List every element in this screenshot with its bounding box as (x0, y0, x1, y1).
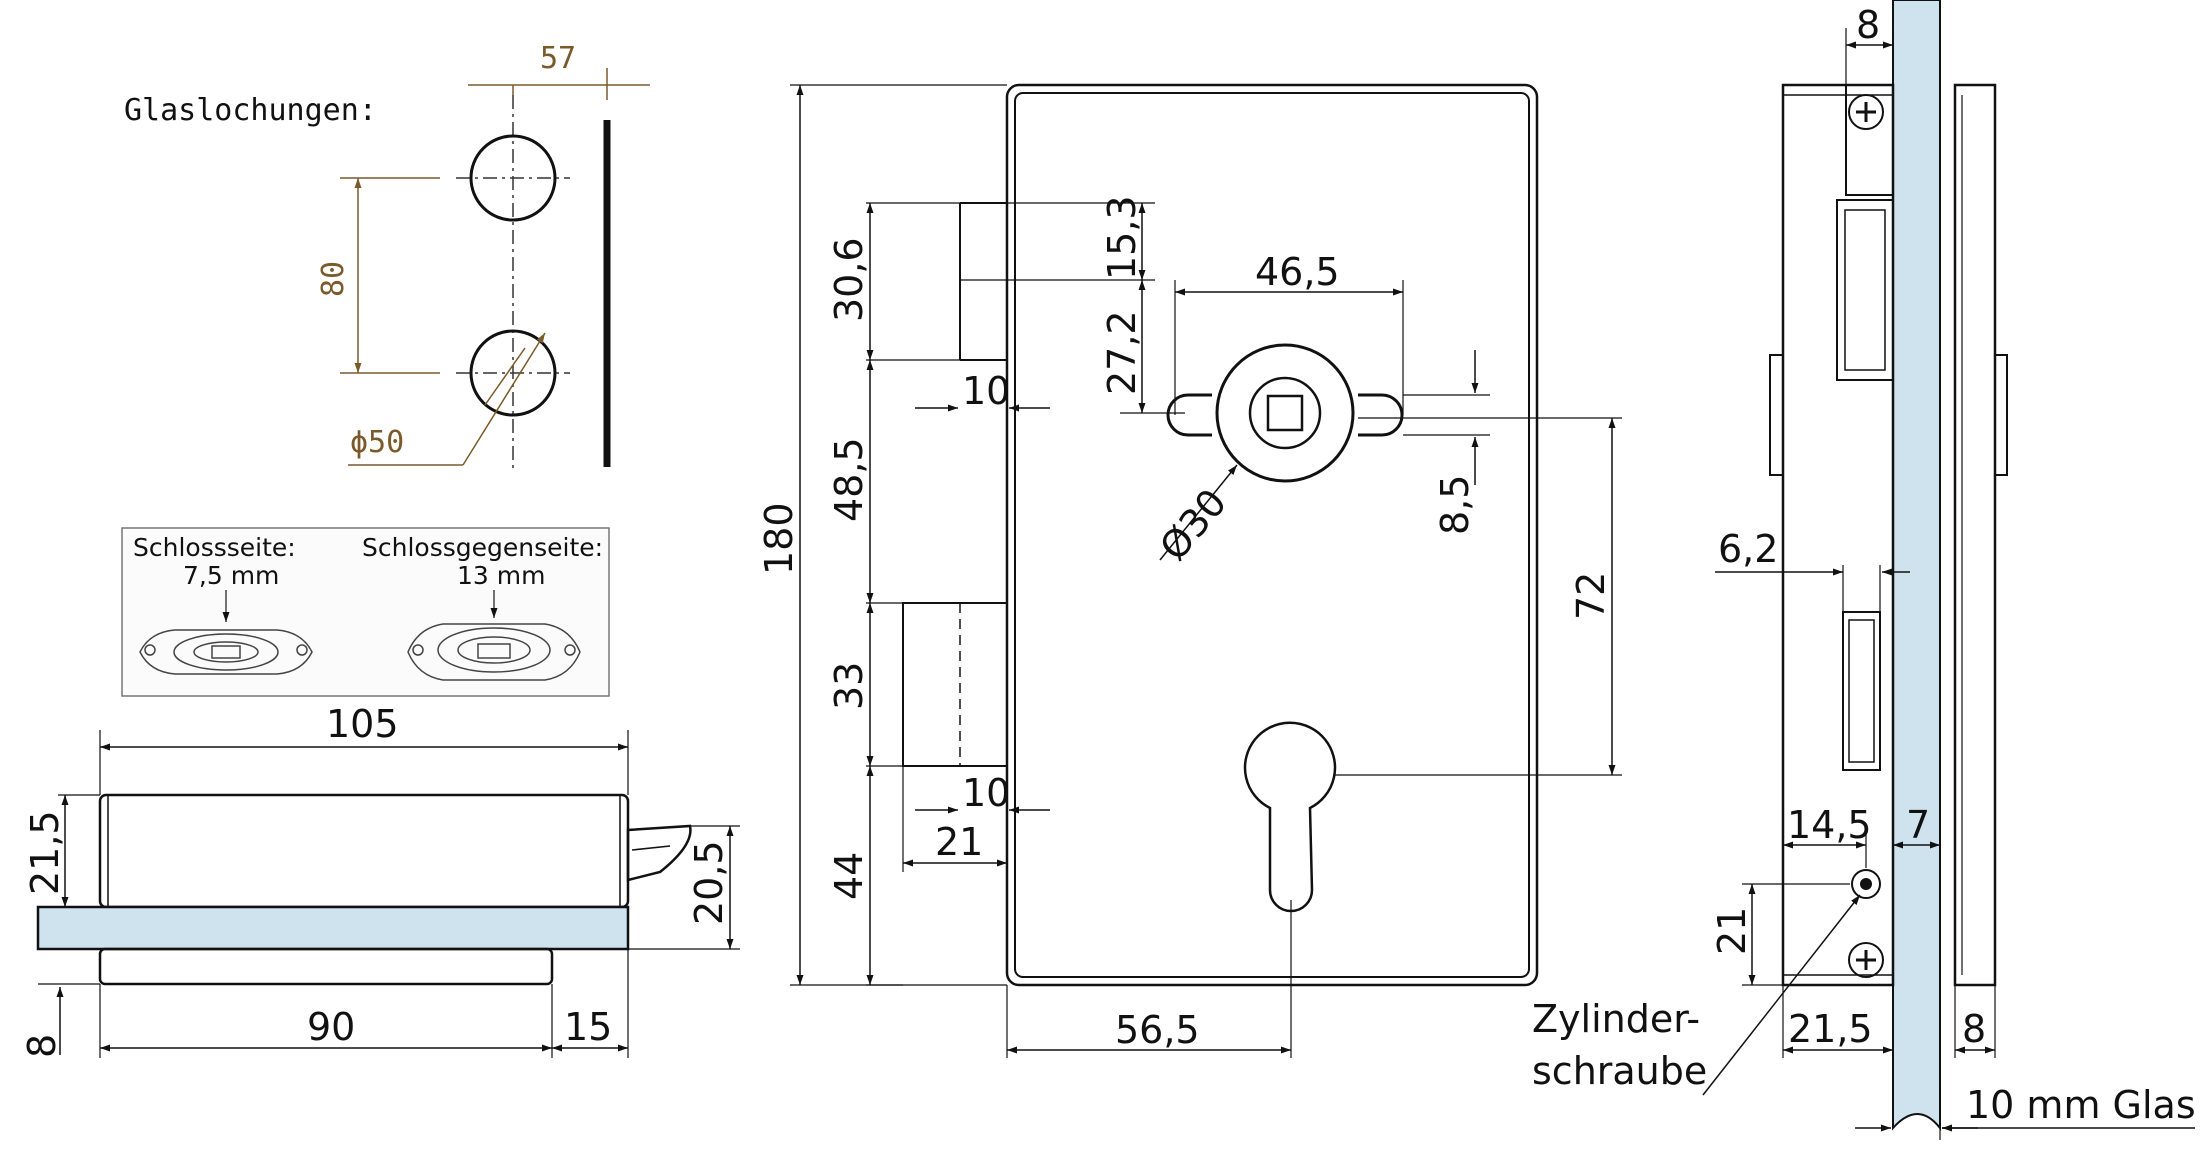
dim-14-5: 14,5 (1787, 803, 1872, 847)
inset-box: Schlossseite: 7,5 mm Schlossgegenseite: … (121, 527, 610, 697)
dim-8-5: 8,5 (1433, 475, 1477, 535)
screw-label-line2: schraube (1532, 1049, 1707, 1093)
dim-15: 15 (564, 1005, 612, 1049)
top-view: 105 21,5 20,5 8 90 15 (20, 702, 740, 1058)
side-view: 8 6,2 14,5 7 21 21,5 8 Zylinder- schraub… (1532, 0, 2196, 1140)
glass-holes-view: Glaslochungen: 57 80 ϕ50 (124, 41, 650, 470)
lock-side-title: Schlossseite: (133, 533, 296, 562)
glass-pane-top (36, 905, 630, 951)
lower-glass-hole (469, 329, 557, 417)
upper-glass-hole (469, 134, 557, 222)
screw-head-top-icon (1848, 94, 1884, 130)
counter-side-fitting-icon (407, 590, 581, 681)
spindle-hub (1166, 343, 1404, 483)
counter-plate-side (1953, 83, 1997, 987)
dim-57: 57 (540, 41, 576, 76)
dim-90: 90 (307, 1005, 355, 1049)
screw-head-bottom-icon (1848, 942, 1884, 978)
dim-8-top: 8 (20, 1034, 64, 1058)
dim-80: 80 (316, 261, 351, 297)
screw-leader (1702, 894, 1861, 1096)
dim-15-3: 15,3 (1100, 195, 1144, 280)
cylinder-cutout (1243, 721, 1337, 913)
counter-plate-top (98, 947, 554, 986)
glass-thickness-label: 10 mm Glas (1966, 1083, 2196, 1127)
dim-27-2: 27,2 (1100, 310, 1144, 395)
dim-6-2: 6,2 (1718, 527, 1778, 571)
dim-phi50: ϕ50 (350, 425, 404, 460)
lock-body-top (98, 793, 630, 909)
square-spindle-hole (1266, 394, 1304, 432)
glass-pane-side (1892, 0, 1941, 1131)
dim-21-side: 21 (1710, 907, 1754, 955)
cylinder-screw-icon (1851, 869, 1881, 899)
dim-44: 44 (827, 852, 871, 900)
dim-46-5: 46,5 (1255, 250, 1340, 294)
dim-10-lower: 10 (962, 771, 1010, 815)
dim-30-6: 30,6 (827, 237, 871, 322)
glass-holes-title: Glaslochungen: (124, 93, 377, 128)
latch-bolt (626, 824, 692, 882)
counter-side-value: 13 mm (457, 561, 545, 590)
dim-21-5-top: 21,5 (23, 810, 67, 895)
bolt-side (1842, 611, 1881, 771)
dim-21-front: 21 (935, 820, 983, 864)
dim-8-side-bottom: 8 (1962, 1007, 1986, 1051)
dim-48-5: 48,5 (827, 437, 871, 522)
latch-side (1836, 199, 1894, 381)
lock-plate-outer (1005, 83, 1539, 987)
dim-56-5: 56,5 (1115, 1008, 1200, 1052)
dim-10-upper: 10 (962, 369, 1010, 413)
dim-8-side-top: 8 (1856, 3, 1880, 47)
screw-label-line1: Zylinder- (1532, 997, 1700, 1041)
dim-7: 7 (1906, 803, 1930, 847)
dim-21-5-side: 21,5 (1788, 1007, 1873, 1051)
counter-side-title: Schlossgegenseite: (362, 533, 603, 562)
lock-body-side (1781, 83, 1895, 987)
lock-side-fitting-icon (139, 590, 313, 675)
dim-180: 180 (757, 502, 801, 575)
dim-72: 72 (1569, 572, 1613, 620)
dim-33: 33 (827, 662, 871, 710)
lock-side-value: 7,5 mm (183, 561, 279, 590)
front-view: 180 30,6 48,5 33 44 10 10 21 15,3 (757, 83, 1622, 1058)
dim-20-5: 20,5 (687, 840, 731, 925)
dim-105: 105 (326, 702, 399, 746)
latch-slot-lower (902, 602, 1008, 767)
